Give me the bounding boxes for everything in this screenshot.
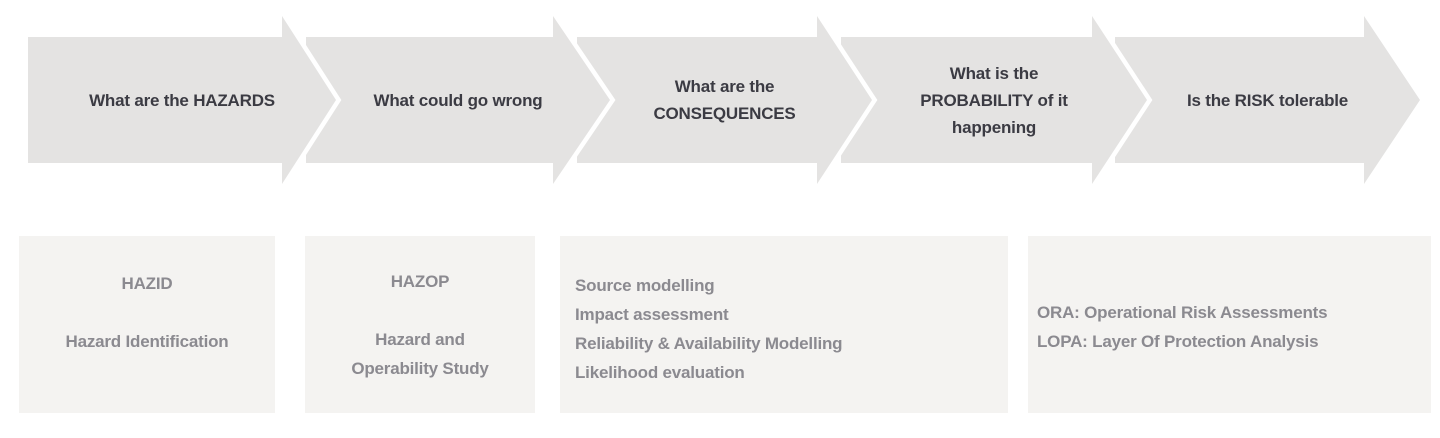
info-box-hazid: HAZID Hazard Identification [19, 236, 275, 413]
method-line: Reliability & Availability Modelling [575, 334, 843, 353]
info-box-hazop-body: Hazard and Operability Study [351, 329, 489, 378]
method-line: Impact assessment [575, 305, 729, 324]
arrow-shape-1 [28, 16, 336, 184]
arrow-shape-3 [577, 16, 872, 184]
info-box-hazop-title: HAZOP [390, 271, 450, 291]
method-line: LOPA: Layer Of Protection Analysis [1037, 331, 1319, 351]
info-box-risk-methods: ORA: Operational Risk Assessments LOPA: … [1028, 236, 1431, 413]
arrow-step-3-label: What are the CONSEQUENCES [653, 77, 796, 123]
method-line: Source modelling [575, 276, 715, 295]
arrow-shape-2 [306, 16, 610, 184]
arrow-step-1-label: What are the HAZARDS [89, 90, 275, 110]
method-line: Likelihood evaluation [575, 363, 745, 382]
info-box-hazid-body: Hazard Identification [65, 332, 229, 351]
arrow-step-4-label: What is the PROBABILITY of it happening [920, 63, 1068, 137]
process-arrow-strip [23, 0, 1426, 200]
arrow-step-2-label: What could go wrong [373, 90, 543, 110]
arrow-shape-5 [1115, 16, 1420, 184]
info-box-hazop: HAZOP Hazard and Operability Study [305, 236, 535, 413]
info-box-hazid-title: HAZID [121, 274, 173, 293]
method-line: ORA: Operational Risk Assessments [1037, 302, 1328, 322]
arrow-shape-4 [841, 16, 1147, 184]
arrow-step-5-label: Is the RISK tolerable [1186, 90, 1349, 110]
info-box-consequence-methods: Source modelling Impact assessment Relia… [560, 236, 1008, 413]
